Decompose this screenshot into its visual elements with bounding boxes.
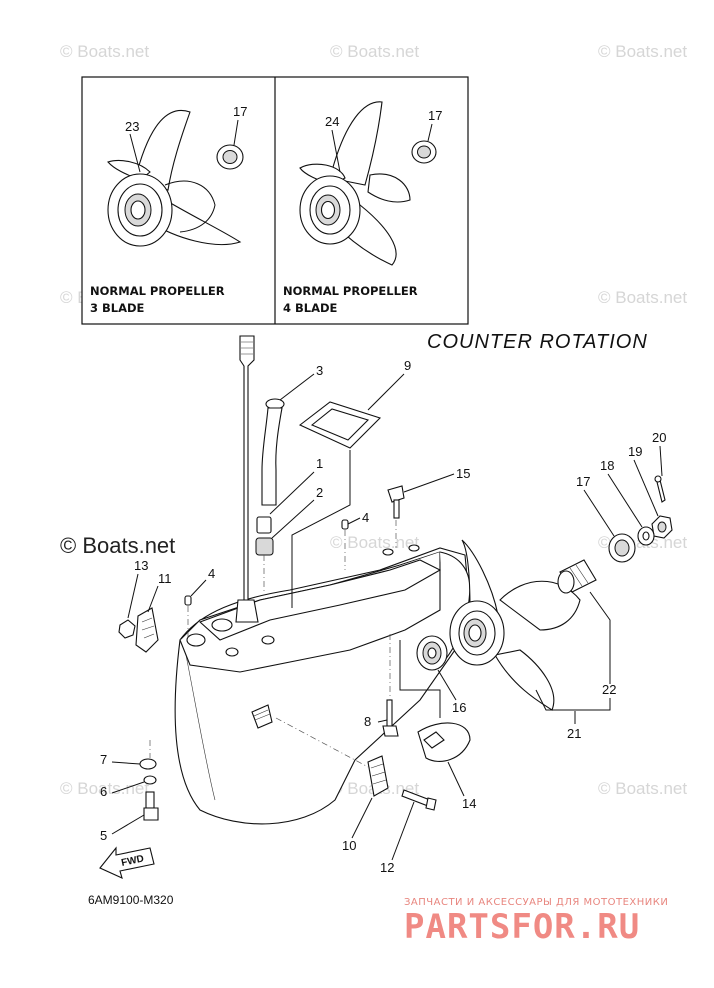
bolt-icon [387, 485, 405, 519]
diagram-title: COUNTER ROTATION [427, 331, 648, 353]
callout-9: 9 [404, 358, 411, 373]
callout-8: 8 [364, 714, 371, 729]
grommet-icon [255, 537, 274, 556]
callout-13: 13 [134, 558, 148, 573]
callout-22: 22 [602, 682, 616, 697]
inset-caption: NORMAL PROPELLER [283, 284, 418, 298]
anode-icon [135, 607, 159, 653]
callout-21: 21 [567, 726, 581, 741]
callout-24: 24 [325, 114, 339, 129]
lock-washer-icon [143, 775, 157, 785]
spline-washer-icon [216, 144, 244, 170]
water-tube-icon [261, 398, 285, 506]
callout-5: 5 [100, 828, 107, 843]
callout-19: 19 [628, 444, 642, 459]
callout-17: 17 [428, 108, 442, 123]
watermark: © Boats.net [598, 288, 687, 307]
cotter-pin-icon [654, 475, 666, 503]
three-blade-propeller-icon [107, 109, 242, 247]
watermark: © Boats.net [60, 533, 175, 558]
brand-logo: PARTSFOR.RU [404, 907, 640, 947]
prop-nut-icon [651, 515, 673, 539]
callout-23: 23 [125, 119, 139, 134]
callout-3: 3 [316, 363, 323, 378]
watermark: © Boats.net [330, 533, 419, 552]
four-blade-propeller-icon [299, 101, 411, 266]
propeller-inset-box: 23 17 NORMAL PROPELLER 3 BLADE 24 17 NOR… [81, 76, 469, 325]
callout-11: 11 [158, 571, 172, 586]
callout-4: 4 [362, 510, 369, 525]
callout-2: 2 [316, 485, 323, 500]
callout-16: 16 [452, 700, 466, 715]
fwd-label: FWD [120, 853, 145, 868]
callout-10: 10 [342, 838, 356, 853]
dowel-pin-icon [341, 519, 349, 530]
watermark: © Boats.net [598, 42, 687, 61]
propeller-icon [449, 539, 581, 711]
grommet-icon [256, 516, 272, 534]
spacer-sleeve-icon [557, 559, 597, 594]
watermark: © Boats.net [60, 42, 149, 61]
washer-icon [139, 758, 157, 770]
watermark: © Boats.net [60, 779, 149, 798]
callout-15: 15 [456, 466, 470, 481]
watermark: © Boats.net [598, 779, 687, 798]
spline-washer-icon [411, 140, 437, 164]
gasket-icon [298, 401, 382, 449]
trim-tab-anode-icon [417, 722, 471, 762]
callout-12: 12 [380, 860, 394, 875]
washer-icon [637, 526, 655, 546]
watermark: © Boats.net [330, 42, 419, 61]
bolt-icon [401, 789, 437, 811]
callout-6: 6 [100, 784, 107, 799]
bolt-icon [143, 791, 159, 821]
dowel-pin-icon [184, 595, 192, 606]
callout-7: 7 [100, 752, 107, 767]
thrust-washer-icon [416, 635, 448, 671]
spline-washer-icon [608, 533, 636, 563]
callout-1: 1 [316, 456, 323, 471]
drawing-code: 6AM9100-M320 [88, 893, 174, 907]
drive-shaft-icon [235, 335, 259, 623]
anode-icon [367, 755, 389, 797]
nut-icon [118, 619, 136, 639]
callout-20: 20 [652, 430, 666, 445]
lower-unit-housing-icon [174, 544, 471, 825]
callout-17: 17 [576, 474, 590, 489]
inset-caption: NORMAL PROPELLER [90, 284, 225, 298]
callout-17: 17 [233, 104, 247, 119]
inset-caption: 3 BLADE [90, 301, 145, 315]
callout-18: 18 [600, 458, 614, 473]
inset-caption: 4 BLADE [283, 301, 338, 315]
callout-14: 14 [462, 796, 476, 811]
forward-arrow-icon: FWD [99, 846, 155, 879]
brand-tagline: ЗАПЧАСТИ И АКСЕССУАРЫ ДЛЯ МОТОТЕХНИКИ [404, 897, 668, 908]
callout-4: 4 [208, 566, 215, 581]
bolt-icon [382, 699, 399, 737]
